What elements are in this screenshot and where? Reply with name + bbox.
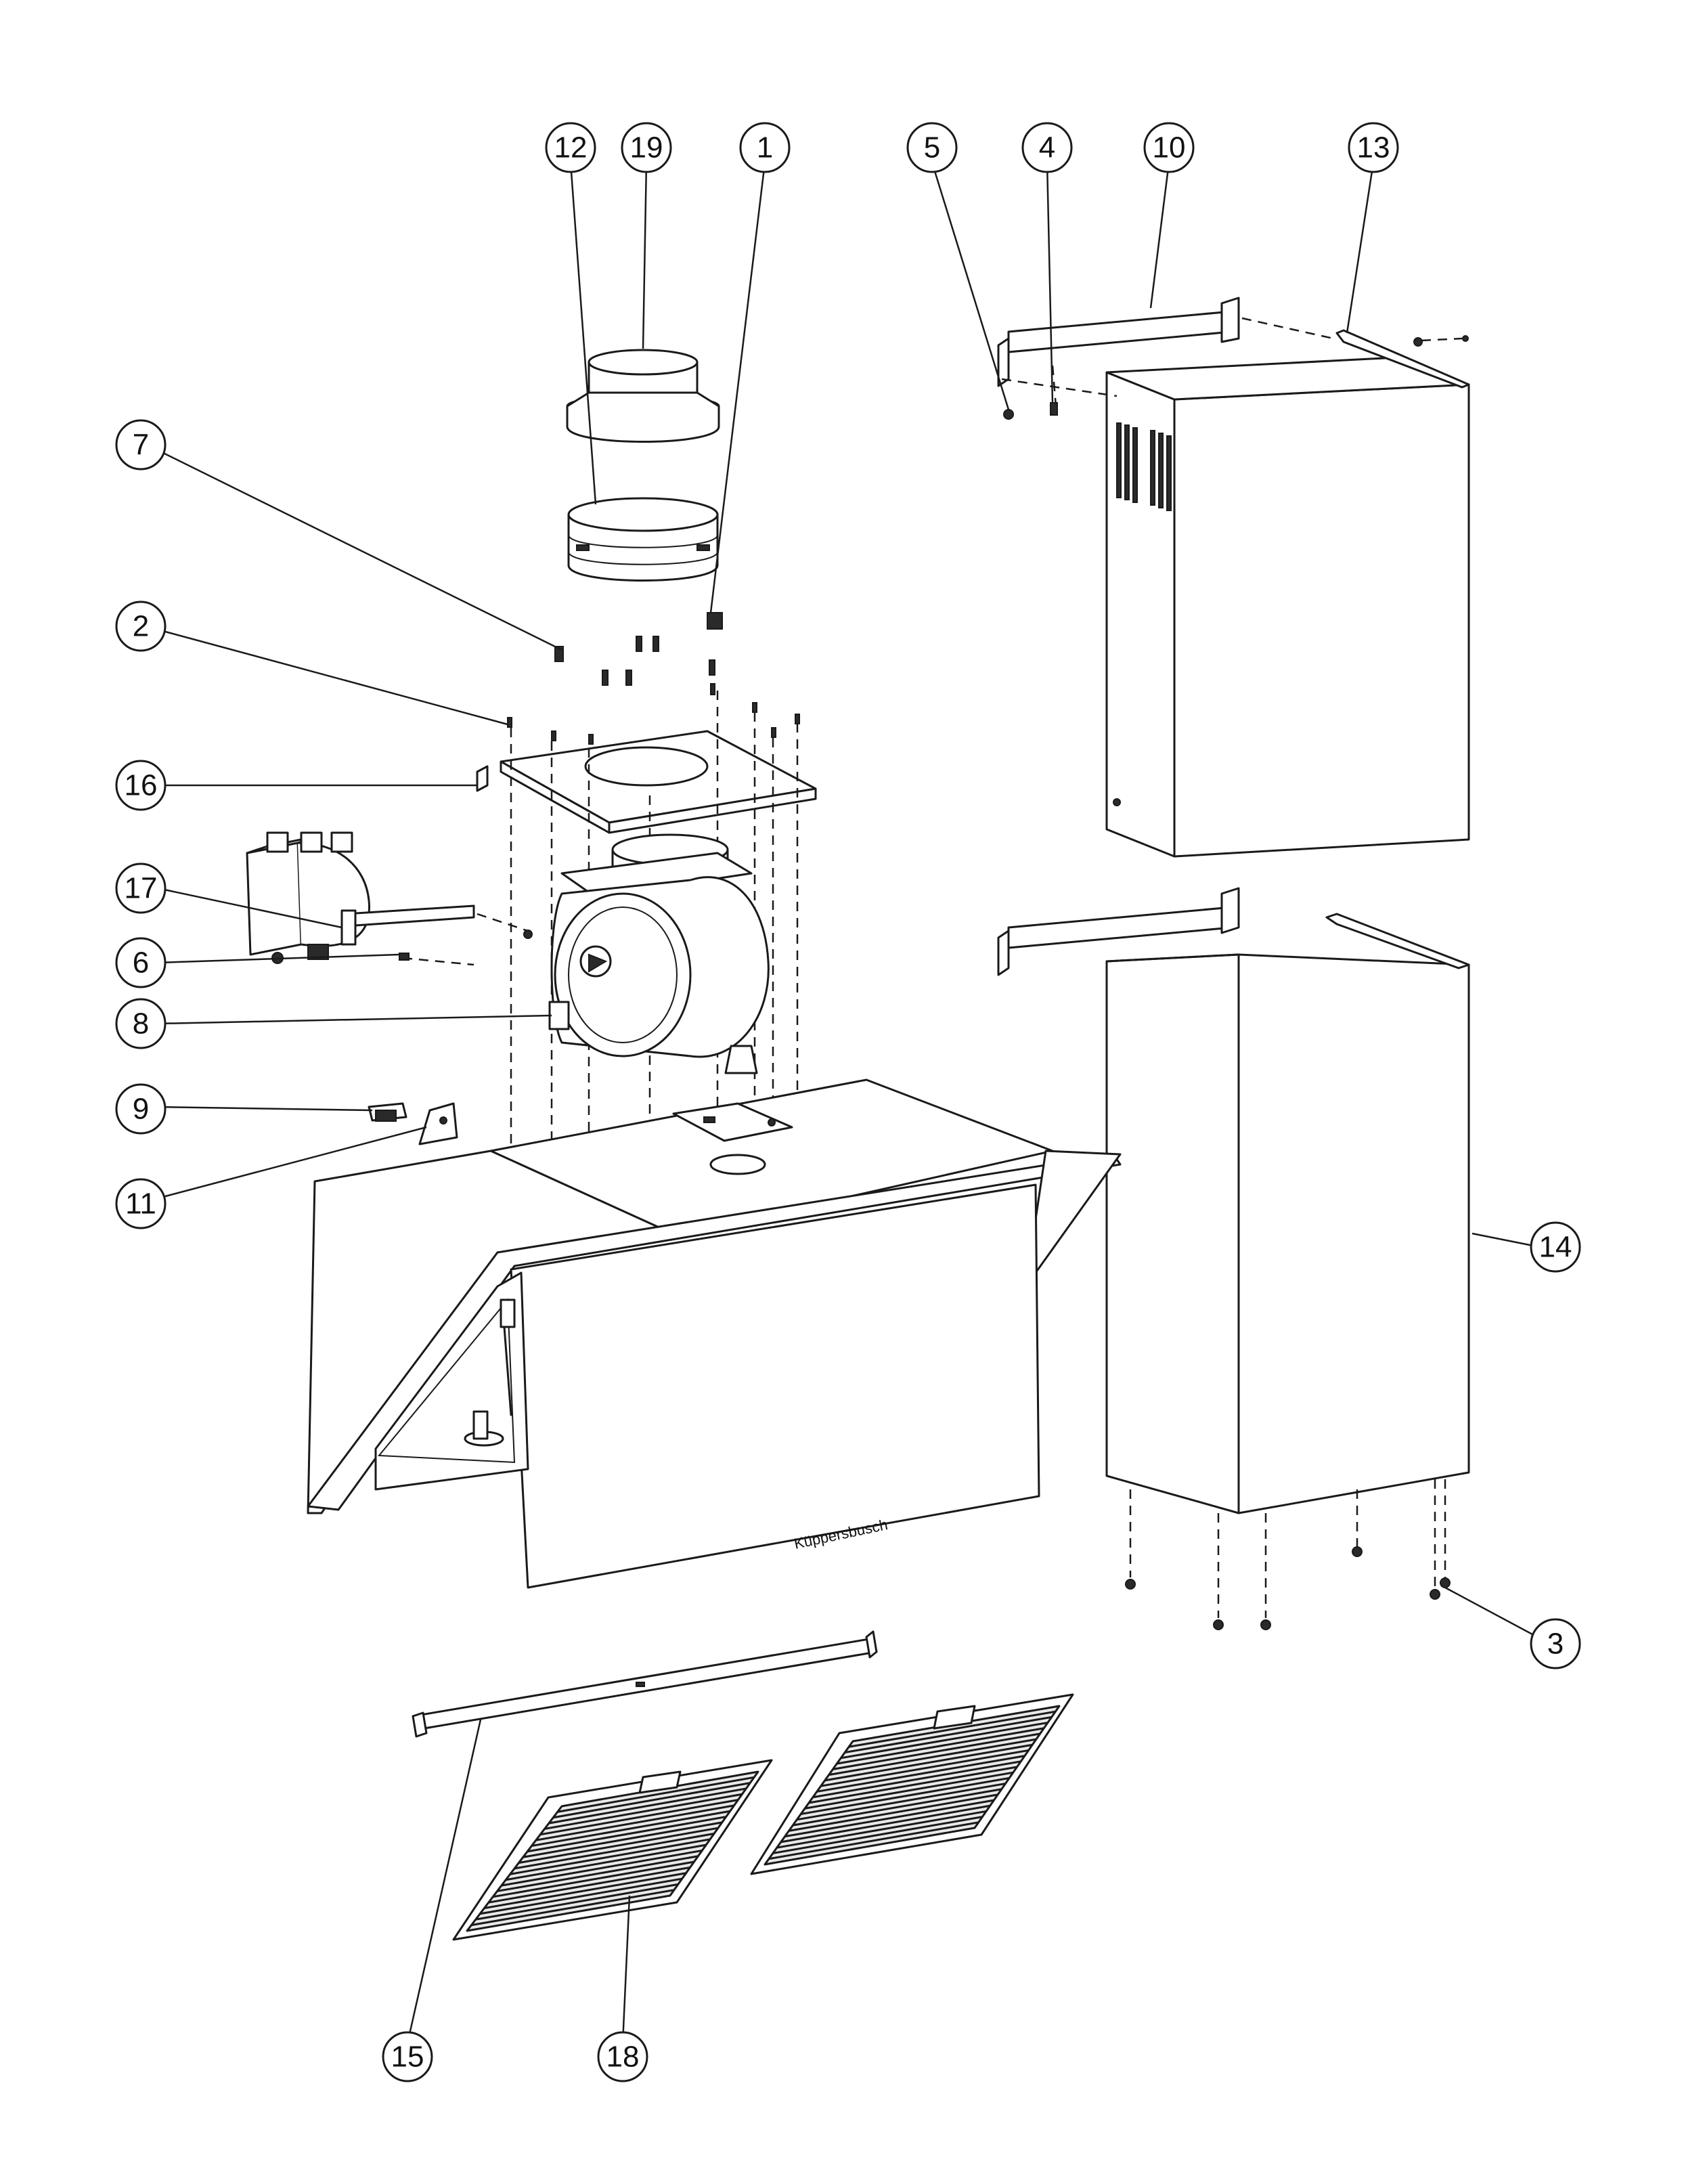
callout-16: 16 xyxy=(115,760,167,811)
small-clip-9 xyxy=(368,1102,407,1122)
lower-chimney-cover xyxy=(1105,913,1470,1630)
svg-text:1: 1 xyxy=(757,131,773,165)
callout-11: 11 xyxy=(115,1178,167,1229)
svg-text:5: 5 xyxy=(924,131,940,165)
svg-text:15: 15 xyxy=(391,2040,424,2074)
svg-text:18: 18 xyxy=(606,2040,640,2074)
svg-text:16: 16 xyxy=(125,769,158,802)
upper-chimney-cover xyxy=(1105,329,1470,858)
svg-text:8: 8 xyxy=(133,1007,149,1041)
callout-10: 10 xyxy=(1143,122,1195,173)
svg-text:10: 10 xyxy=(1153,131,1186,165)
callout-13: 13 xyxy=(1348,122,1399,173)
chimney-bracket-upper xyxy=(997,297,1469,420)
svg-text:3: 3 xyxy=(1547,1628,1564,1661)
grease-filter-left xyxy=(452,1759,773,1941)
svg-text:19: 19 xyxy=(630,131,663,165)
callout-12: 12 xyxy=(545,122,596,173)
filter-mesh-right xyxy=(768,1710,1056,1860)
svg-text:17: 17 xyxy=(125,872,158,905)
callout-3: 3 xyxy=(1530,1618,1581,1669)
motor-mount-plate xyxy=(476,730,817,834)
svg-text:14: 14 xyxy=(1539,1231,1572,1264)
callout-19: 19 xyxy=(621,122,672,173)
control-box-housing xyxy=(246,831,475,964)
svg-text:11: 11 xyxy=(125,1187,156,1221)
svg-text:9: 9 xyxy=(133,1093,149,1126)
svg-text:7: 7 xyxy=(133,429,149,462)
callout-4: 4 xyxy=(1021,122,1073,173)
callout-18: 18 xyxy=(597,2031,648,2082)
svg-text:4: 4 xyxy=(1039,131,1055,165)
filter-support-bar xyxy=(412,1630,878,1738)
chimney-bracket-lower xyxy=(997,887,1240,976)
filter-mesh-left xyxy=(471,1776,755,1927)
callout-9: 9 xyxy=(115,1083,167,1135)
svg-text:12: 12 xyxy=(554,131,588,165)
callout-8: 8 xyxy=(115,998,167,1049)
duct-adapter xyxy=(566,349,720,443)
blower-motor xyxy=(523,833,770,1074)
callout-5: 5 xyxy=(906,122,958,173)
svg-text:13: 13 xyxy=(1357,131,1390,165)
mount-screws xyxy=(507,612,800,745)
grease-filter-right xyxy=(750,1693,1074,1875)
callout-1: 1 xyxy=(739,122,791,173)
vent-slots-upper xyxy=(1116,422,1172,511)
callout-15: 15 xyxy=(382,2031,433,2082)
svg-text:2: 2 xyxy=(133,610,149,643)
callout-7: 7 xyxy=(115,419,167,471)
leader-lines xyxy=(157,162,1541,2044)
hood-body: Küppersbusch xyxy=(307,1078,1122,1589)
flap-ring xyxy=(567,497,719,582)
callout-6: 6 xyxy=(115,937,167,988)
callout-2: 2 xyxy=(115,600,167,652)
small-bracket-11 xyxy=(418,1102,458,1145)
callout-14: 14 xyxy=(1530,1221,1581,1273)
svg-text:6: 6 xyxy=(133,946,149,980)
callout-17: 17 xyxy=(115,862,167,914)
